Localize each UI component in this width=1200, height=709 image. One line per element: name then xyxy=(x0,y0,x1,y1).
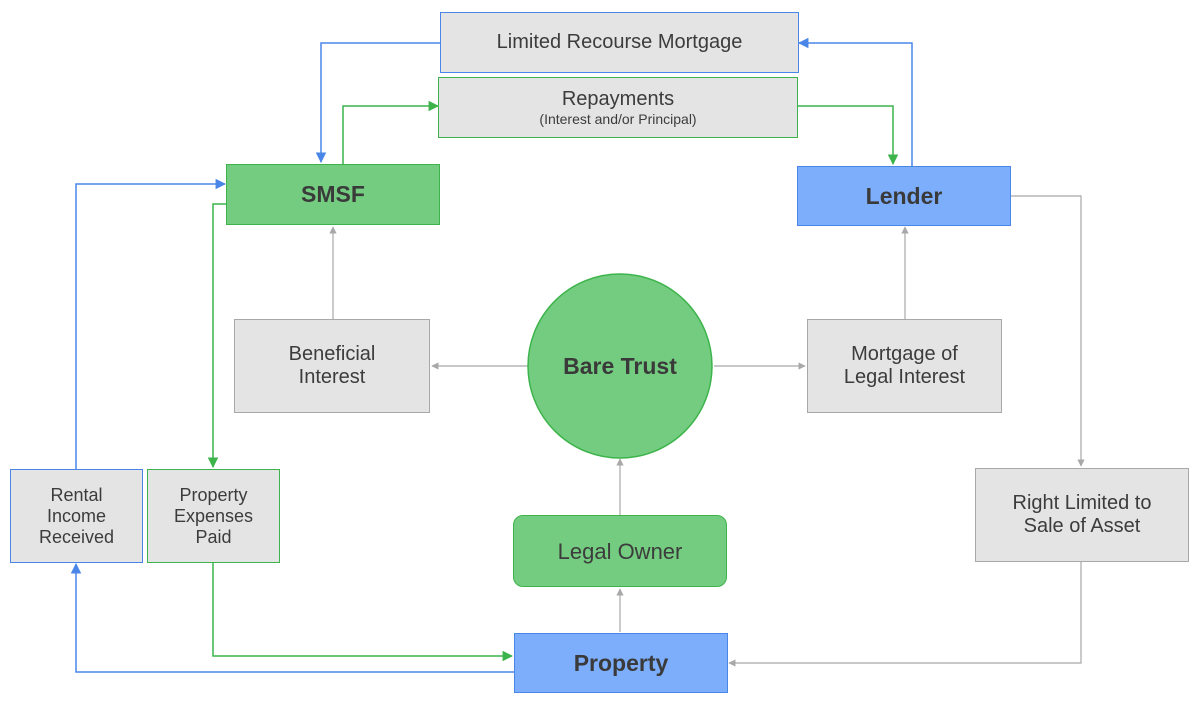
edge-expenses-to-property xyxy=(212,563,514,662)
node-label: Repayments xyxy=(561,88,675,110)
node-smsf: SMSF xyxy=(226,164,440,225)
node-sublabel: (Interest and/or Principal) xyxy=(539,111,697,127)
node-right-limited-to-sale-of-asset: Right Limited to Sale of Asset xyxy=(975,468,1189,562)
node-repayments: Repayments (Interest and/or Principal) xyxy=(438,77,798,138)
node-label: Mortgage of Legal Interest xyxy=(843,343,966,388)
edge-repayments-to-lender xyxy=(798,105,899,166)
edge-right-limited-to-property xyxy=(728,562,1082,667)
node-label: SMSF xyxy=(301,181,365,207)
edge-rental-to-smsf xyxy=(75,178,227,469)
node-property-expenses-paid: Property Expenses Paid xyxy=(147,469,280,563)
node-bare-trust: Bare Trust xyxy=(528,274,712,458)
node-label: Limited Recourse Mortgage xyxy=(496,31,743,53)
node-legal-owner: Legal Owner xyxy=(513,515,727,587)
node-label: Legal Owner xyxy=(557,538,683,564)
node-label: Property xyxy=(573,649,669,676)
node-mortgage-of-legal-interest: Mortgage of Legal Interest xyxy=(807,319,1002,413)
node-property: Property xyxy=(514,633,728,693)
node-label: Bare Trust xyxy=(563,352,677,379)
node-label: Right Limited to Sale of Asset xyxy=(1012,492,1152,537)
node-beneficial-interest: Beneficial Interest xyxy=(234,319,430,413)
edge-property-to-rental xyxy=(70,562,514,673)
node-label: Beneficial Interest xyxy=(288,343,376,388)
node-limited-recourse-mortgage: Limited Recourse Mortgage xyxy=(440,12,799,73)
node-label: Lender xyxy=(865,182,943,209)
node-lender: Lender xyxy=(797,166,1011,226)
edge-smsf-to-repayments xyxy=(342,100,440,166)
node-rental-income-received: Rental Income Received xyxy=(10,469,143,563)
node-label: Property Expenses Paid xyxy=(173,484,254,547)
node-bare-trust-circle xyxy=(527,273,713,459)
node-label: Rental Income Received xyxy=(38,484,115,547)
edge-smsf-to-expenses xyxy=(207,203,226,469)
edge-mortgage-to-smsf xyxy=(315,42,440,164)
edge-lender-to-mortgage xyxy=(797,37,913,166)
edge-lender-to-right-limited xyxy=(1011,195,1085,467)
